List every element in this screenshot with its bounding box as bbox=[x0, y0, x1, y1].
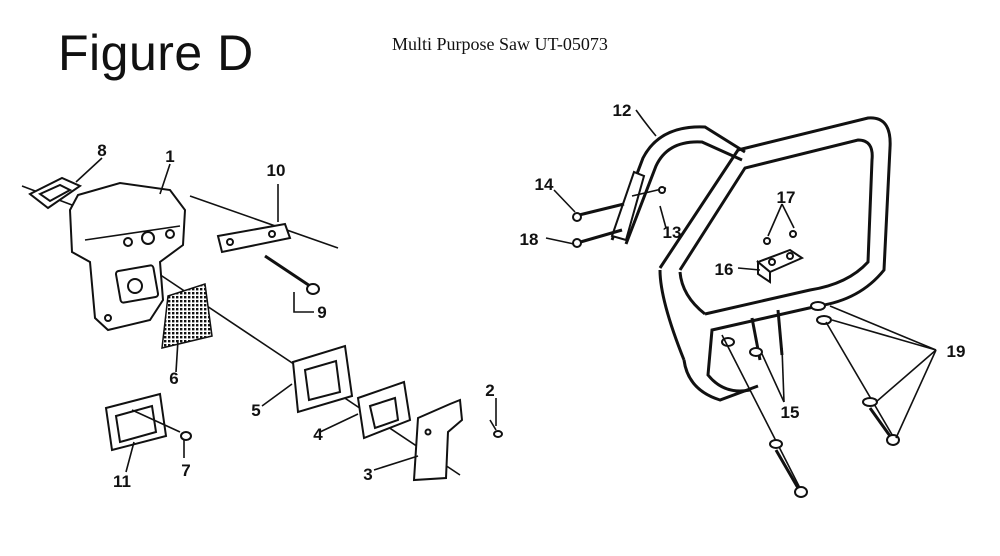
callout-7: 7 bbox=[181, 461, 190, 480]
part-17-nuts bbox=[763, 230, 797, 245]
part-13-nut bbox=[631, 186, 667, 197]
callout-3: 3 bbox=[363, 465, 372, 484]
part-11-gasket bbox=[104, 392, 168, 452]
callout-16: 16 bbox=[715, 260, 734, 279]
leader-lines bbox=[75, 109, 937, 473]
part-4-plate bbox=[356, 380, 412, 440]
document-title: Multi Purpose Saw UT-05073 bbox=[392, 34, 608, 54]
callout-18: 18 bbox=[520, 230, 539, 249]
callout-6: 6 bbox=[169, 369, 178, 388]
part-8-bracket bbox=[28, 176, 83, 210]
part-9-bolt bbox=[264, 254, 320, 295]
part-10-plate bbox=[216, 222, 292, 254]
handle-assembly bbox=[572, 116, 900, 498]
callout-5: 5 bbox=[251, 401, 260, 420]
callout-2: 2 bbox=[485, 381, 494, 400]
callout-1: 1 bbox=[165, 147, 174, 166]
callout-19: 19 bbox=[947, 342, 966, 361]
callout-9: 9 bbox=[317, 303, 326, 322]
part-1-muffler bbox=[68, 181, 187, 332]
part-19-fasteners bbox=[810, 301, 900, 446]
part-5-frame bbox=[291, 344, 354, 414]
callout-15: 15 bbox=[781, 403, 800, 422]
part-15-bolts bbox=[721, 309, 808, 498]
callout-11: 11 bbox=[113, 472, 131, 491]
part-6-screen bbox=[161, 283, 213, 349]
part-18-bolt bbox=[572, 228, 623, 248]
part-7-screw bbox=[131, 409, 192, 441]
callout-13: 13 bbox=[663, 223, 682, 242]
callout-4: 4 bbox=[313, 425, 323, 444]
figure-title: Figure D bbox=[58, 25, 254, 81]
callout-labels: 1 2 3 4 5 6 7 8 9 10 11 12 13 14 15 16 1… bbox=[97, 101, 965, 491]
part-12-handle bbox=[610, 116, 892, 402]
part-2-screw bbox=[489, 419, 503, 438]
callout-8: 8 bbox=[97, 141, 106, 160]
callout-17: 17 bbox=[777, 188, 796, 207]
muffler-assembly bbox=[21, 176, 503, 482]
part-16-block bbox=[756, 248, 805, 284]
callout-10: 10 bbox=[267, 161, 286, 180]
part-3-bracket bbox=[412, 398, 464, 482]
part-14-bolt bbox=[572, 202, 625, 222]
axis-line bbox=[189, 195, 339, 249]
callout-12: 12 bbox=[613, 101, 632, 120]
callout-14: 14 bbox=[535, 175, 554, 194]
